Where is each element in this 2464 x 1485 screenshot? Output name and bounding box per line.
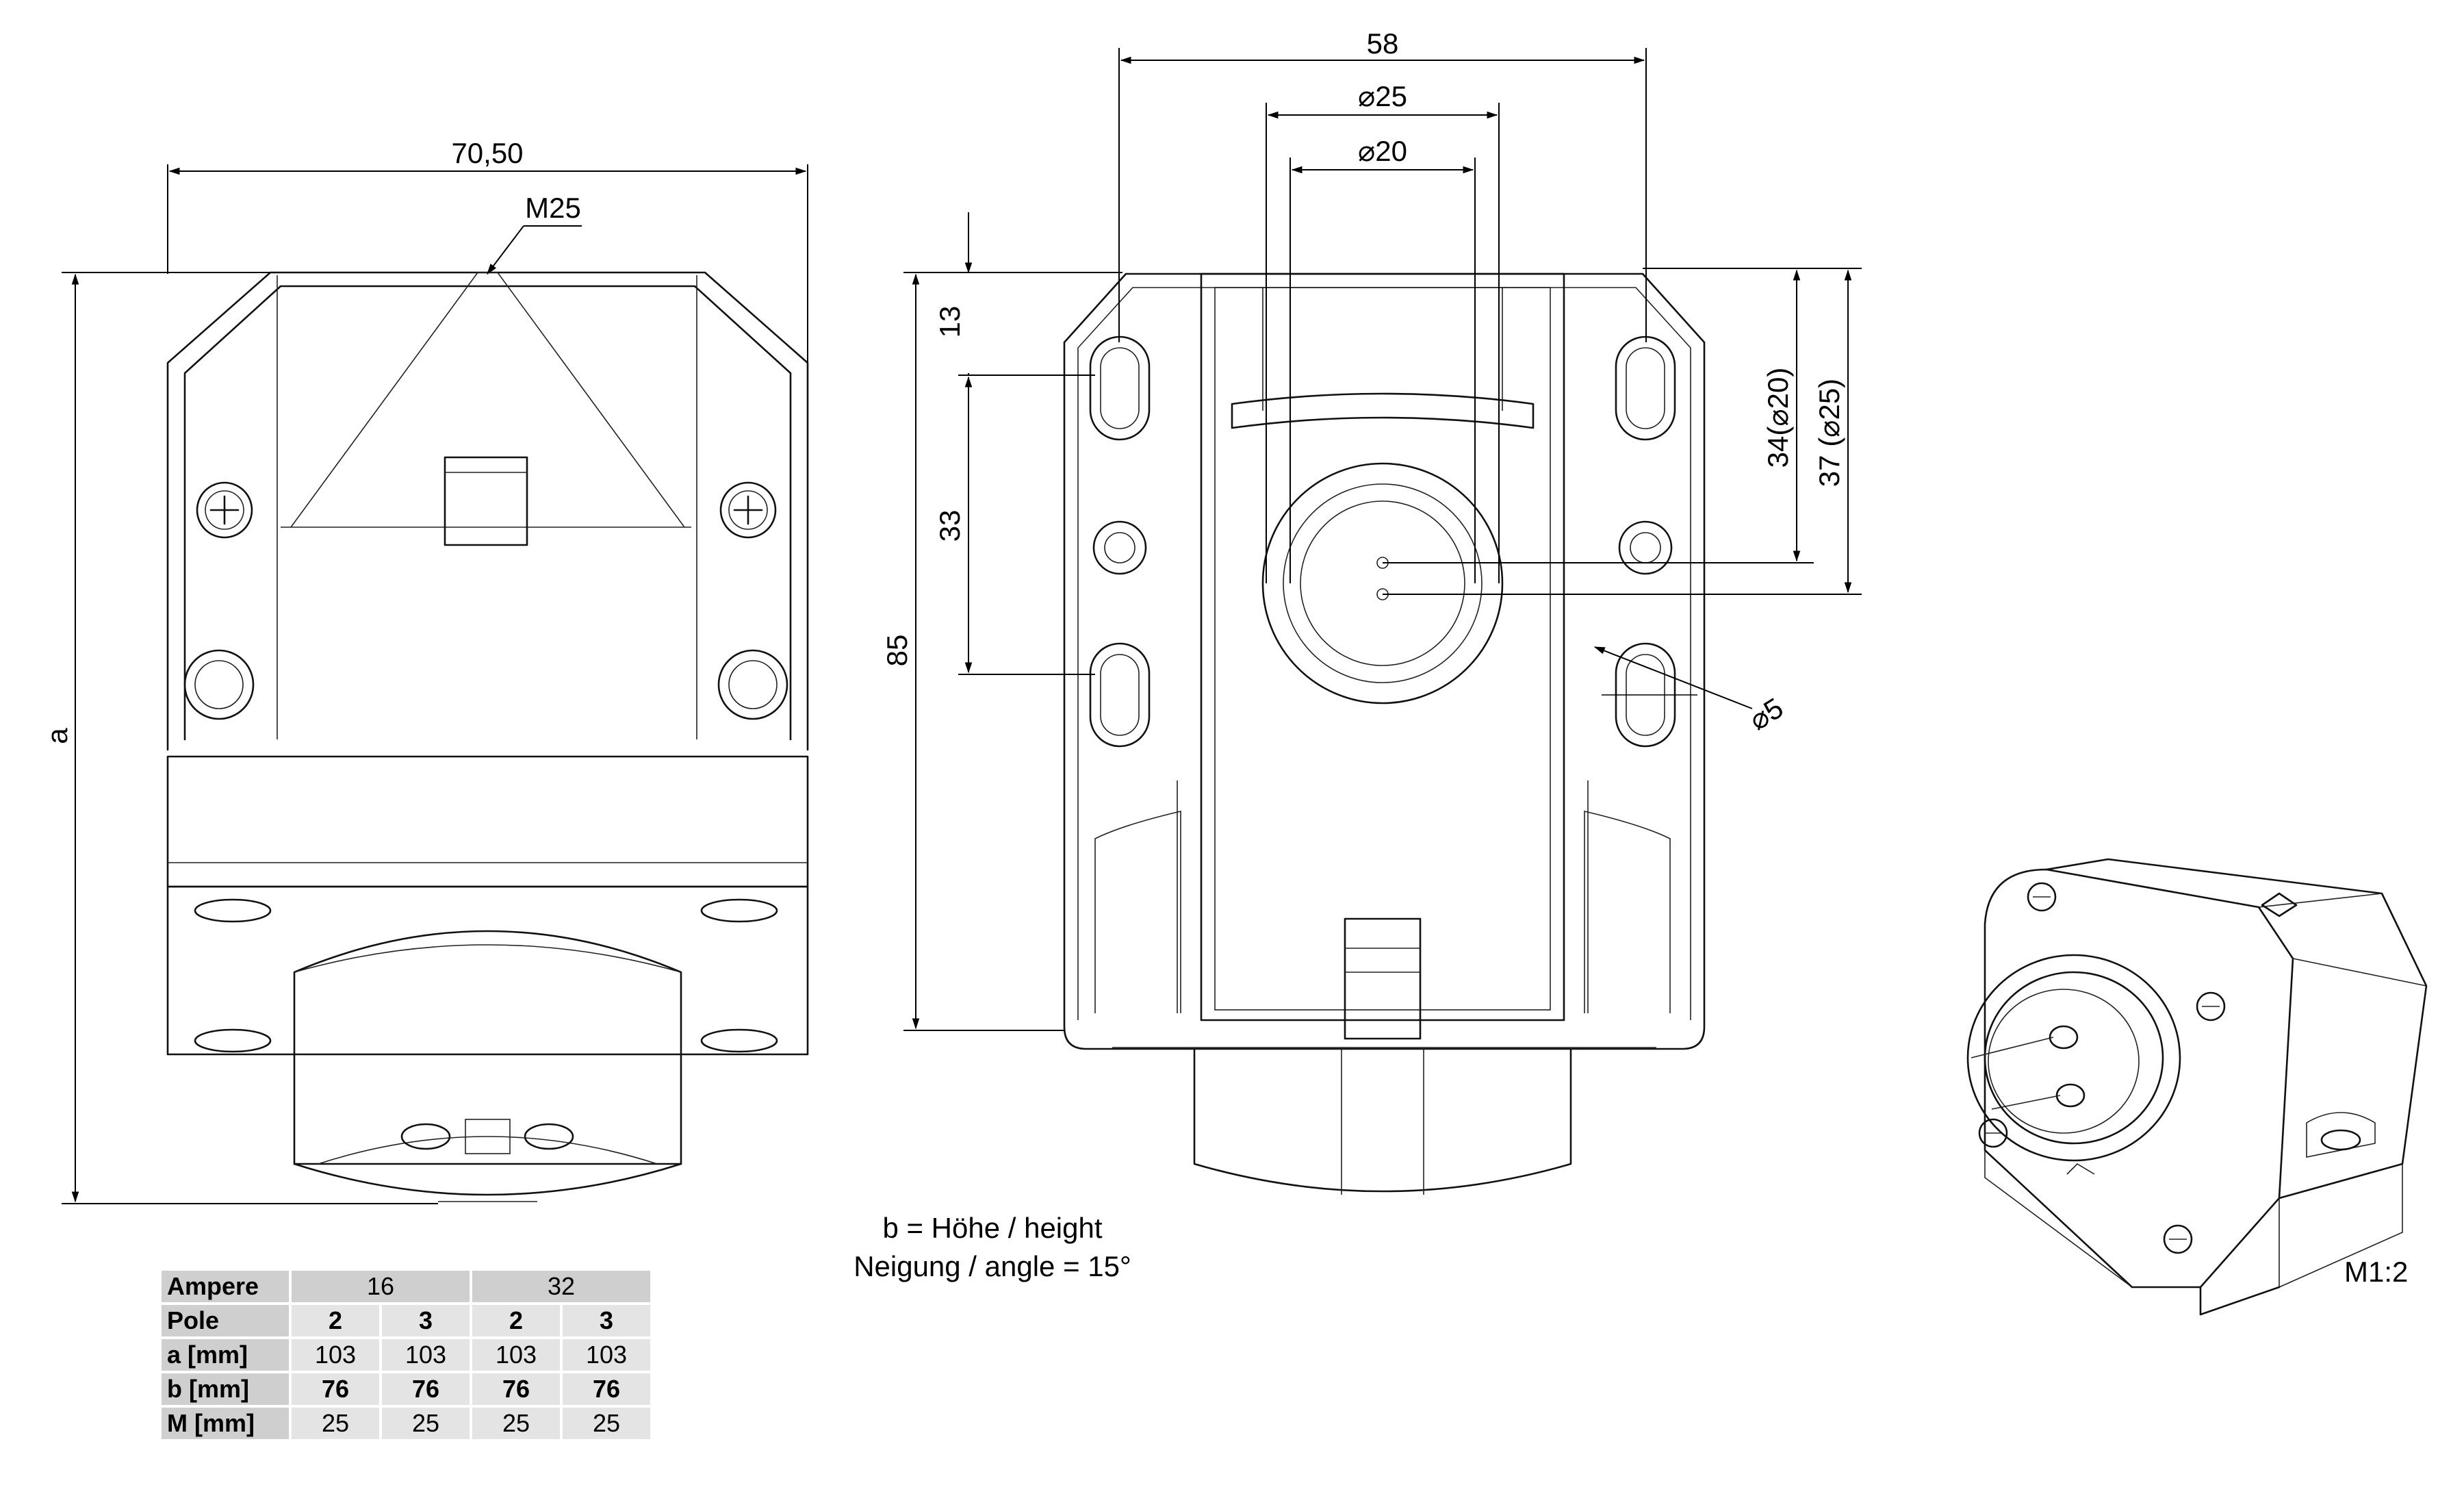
dim-width-overall-label: 70,50 — [451, 137, 523, 169]
dim-thread-label: M25 — [525, 192, 581, 224]
spec-cell: 3 — [563, 1305, 650, 1336]
dim-dia-25-label: ⌀25 — [1358, 80, 1407, 112]
spec-cell: 32 — [472, 1271, 650, 1302]
spec-row-header: M [mm] — [162, 1408, 289, 1439]
spec-row-header: Ampere — [162, 1271, 289, 1302]
angle-note: Neigung / angle = 15° — [854, 1250, 1131, 1282]
spec-row-header: Pole — [162, 1305, 289, 1336]
spec-cell: 16 — [292, 1271, 470, 1302]
side-view-dimensions — [62, 164, 808, 1204]
spec-cell: 76 — [382, 1373, 470, 1405]
dim-13-label: 13 — [934, 306, 966, 338]
dim-dia-5-label: ⌀5 — [1743, 691, 1788, 737]
screw-left — [196, 481, 253, 539]
dim-37-label: 37 (⌀25) — [1813, 379, 1845, 487]
side-view — [166, 271, 809, 1202]
spec-cell: 103 — [382, 1339, 470, 1371]
spec-cell: 3 — [382, 1305, 470, 1336]
front-view-dimensions — [903, 48, 1862, 1031]
scale-label: M1:2 — [2344, 1256, 2409, 1288]
isometric-view — [1966, 858, 2428, 1316]
spec-row-header: a [mm] — [162, 1339, 289, 1371]
dim-dia-20-label: ⌀20 — [1358, 135, 1407, 167]
spec-cell: 103 — [472, 1339, 560, 1371]
dim-34-label: 34(⌀20) — [1762, 368, 1794, 468]
spec-cell: 103 — [292, 1339, 379, 1371]
spec-cell: 103 — [563, 1339, 650, 1371]
spec-cell: 76 — [563, 1373, 650, 1405]
dim-height-a-label: a — [41, 728, 73, 744]
screw-right — [719, 481, 777, 539]
spec-cell: 25 — [472, 1408, 560, 1439]
dim-33-label: 33 — [934, 510, 966, 542]
height-note: b = Höhe / height — [882, 1212, 1103, 1244]
spec-cell: 76 — [472, 1373, 560, 1405]
spec-cell: 2 — [472, 1305, 560, 1336]
spec-cell: 76 — [292, 1373, 379, 1405]
spec-cell: 25 — [563, 1408, 650, 1439]
spec-cell: 25 — [292, 1408, 379, 1439]
dim-85-label: 85 — [881, 635, 913, 667]
dim-width-58-label: 58 — [1367, 27, 1399, 60]
spec-row-header: b [mm] — [162, 1373, 289, 1405]
spec-cell: 25 — [382, 1408, 470, 1439]
front-view — [1063, 272, 1706, 1195]
spec-cell: 2 — [292, 1305, 379, 1336]
